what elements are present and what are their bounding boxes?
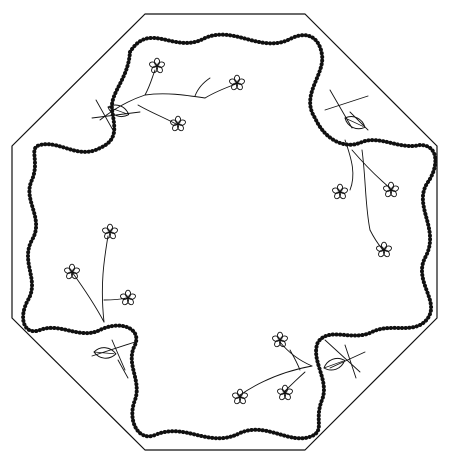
- scalloped-inner-line: [22, 34, 436, 439]
- bottom-left-leaf-cluster: [91, 339, 136, 379]
- octagon-border: [11, 13, 438, 451]
- top-right-flower-spray: [324, 89, 400, 259]
- bottom-right-flower-spray: [231, 331, 366, 406]
- left-flower-spray: [63, 223, 137, 323]
- top-left-flower-spray: [91, 57, 246, 133]
